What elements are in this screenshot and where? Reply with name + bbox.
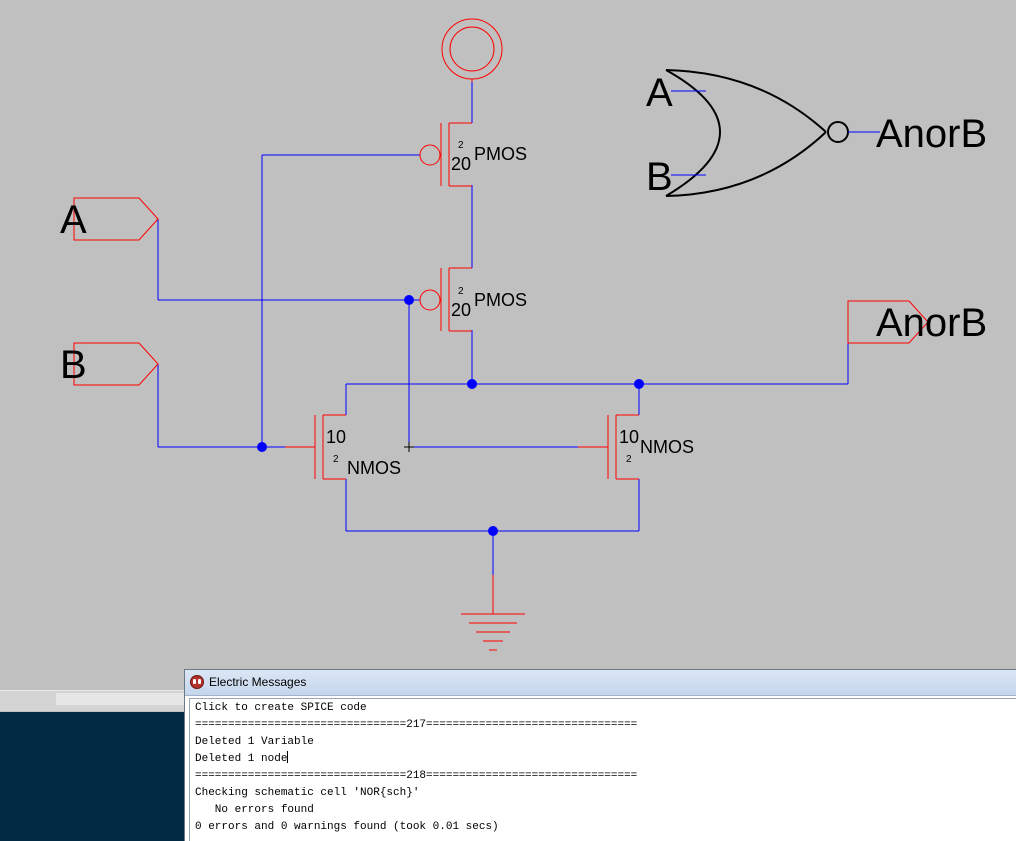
text-caret [287, 751, 289, 763]
message-line: ================================218=====… [195, 770, 638, 782]
pmos-top-type: PMOS [474, 144, 527, 164]
icon-input-b-label: B [646, 155, 673, 199]
electric-app-icon [190, 675, 204, 689]
export-b-label: B [60, 343, 87, 387]
nmos-left-type: NMOS [347, 458, 401, 478]
message-line: Click to create SPICE code [195, 702, 367, 714]
pmos-bottom-transistor[interactable] [419, 267, 472, 332]
nmos-right-transistor[interactable] [578, 414, 639, 480]
pmos-top-width: 20 [451, 154, 471, 174]
export-a-label: A [60, 198, 87, 242]
desktop-background [0, 712, 190, 841]
left-panel-scrollbar[interactable] [0, 690, 190, 711]
node-a[interactable] [404, 295, 414, 305]
messages-titlebar[interactable]: Electric Messages [185, 670, 1016, 696]
message-line: Deleted 1 Variable [195, 736, 314, 748]
scrollbar-thumb[interactable] [56, 693, 186, 705]
pmos-bottom-width: 20 [451, 300, 471, 320]
ground-symbol[interactable] [461, 575, 525, 651]
nmos-right-type: NMOS [640, 437, 694, 457]
pmos-top-length: 2 [458, 140, 464, 151]
pmos-bottom-length: 2 [458, 286, 464, 297]
icon-output-label: AnorB [876, 112, 987, 156]
node-output-nmos[interactable] [634, 379, 644, 389]
export-anorb-label: AnorB [876, 301, 987, 345]
nmos-right-length: 2 [626, 454, 632, 465]
node-ground[interactable] [488, 526, 498, 536]
export-a-pin[interactable] [73, 197, 159, 241]
nmos-left-length: 2 [333, 454, 339, 465]
pmos-top-transistor[interactable] [419, 122, 472, 187]
messages-title: Electric Messages [209, 675, 307, 689]
message-line: No errors found [195, 804, 314, 816]
messages-window[interactable]: Electric Messages Click to create SPICE … [184, 669, 1016, 841]
export-b-pin[interactable] [73, 342, 159, 386]
nmos-left-width: 10 [326, 427, 346, 447]
node-b[interactable] [257, 442, 267, 452]
export-anorb-pin[interactable] [847, 300, 929, 344]
message-line-text: Deleted 1 node [195, 753, 288, 765]
pmos-bottom-type: PMOS [474, 290, 527, 310]
message-line: Checking schematic cell 'NOR{sch}' [195, 787, 420, 799]
icon-input-a-label: A [646, 71, 673, 115]
nor-gate-icon[interactable] [665, 69, 880, 197]
message-line: 0 errors and 0 warnings found (took 0.01… [195, 821, 499, 833]
power-symbol[interactable] [441, 18, 503, 82]
nmos-right-width: 10 [619, 427, 639, 447]
message-line: ================================217=====… [195, 719, 638, 731]
message-line: Deleted 1 node [195, 751, 1016, 768]
nmos-left-transistor[interactable] [285, 414, 346, 480]
messages-text-area[interactable]: Click to create SPICE code =============… [189, 698, 1016, 841]
node-output-pmos[interactable] [467, 379, 477, 389]
